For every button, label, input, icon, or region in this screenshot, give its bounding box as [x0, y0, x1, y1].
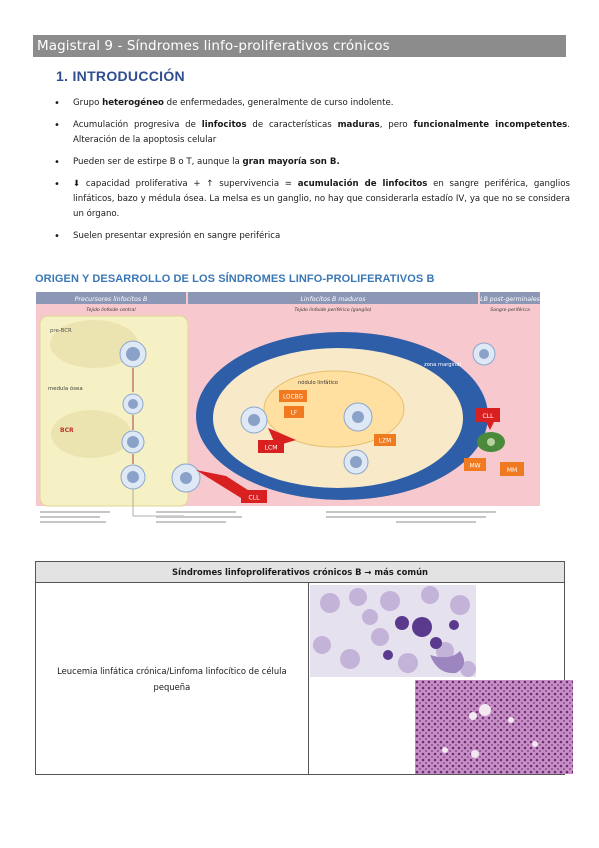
tag-mm: MM [507, 467, 517, 474]
table-row-label: Leucemia linfática crónica/Linfoma linfo… [35, 582, 309, 775]
tag-lcm-box [258, 440, 284, 453]
pre-bcr-zone [50, 320, 138, 368]
section-title: 1. INTRODUCCIÓN [56, 68, 185, 84]
bullet-text: Acumulación progresiva de [73, 120, 202, 130]
bcr-label: BCR [60, 427, 74, 434]
bullet-text: en sangre periférica, ganglios linfático… [73, 179, 570, 219]
tag-lf-box [284, 406, 304, 418]
intro-bullet-item: Suelen presentar expresión en sangre per… [52, 229, 570, 244]
bullet-text: maduras [337, 120, 380, 130]
blood-smear-micrograph [309, 585, 476, 677]
bullet-text: de características [246, 120, 338, 130]
intro-bullet-item: Pueden ser de estirpe B o T, aunque la g… [52, 155, 570, 170]
bullet-text: . Alteración de la apoptosis celular [73, 120, 571, 145]
tag-mw: MW [469, 463, 480, 470]
cll-arrow-1 [196, 470, 251, 498]
subsection-title: ORIGEN Y DESARROLLO DE LOS SÍNDROMES LIN… [35, 273, 435, 285]
col3-header-bar [480, 292, 540, 304]
tag-cll-2: CLL [482, 413, 494, 420]
tag-lzm-box [374, 434, 396, 446]
table-header: Síndromes linfoproliferativos crónicos B… [35, 561, 565, 583]
col1-subheader: Tejido linfoide central [86, 307, 136, 313]
diagram-footnotes [40, 511, 496, 523]
bullet-text: acumulación de linfocitos [297, 179, 428, 189]
bcr-zone [51, 410, 131, 458]
intro-bullet-item: Grupo heterogéneo de enfermedades, gener… [52, 96, 570, 111]
tag-lf: LF [291, 411, 298, 417]
col2-header-bar [188, 292, 478, 304]
bullet-text: de enfermedades, generalmente de curso i… [163, 98, 394, 108]
bullet-text: Grupo [73, 98, 103, 108]
zona-marginal-label: zona marginal [424, 362, 461, 368]
bullet-text: Suelen presentar expresión en sangre per… [73, 231, 281, 241]
col3-header: LB post-germinales [480, 295, 540, 303]
bullet-text: linfocitos [201, 120, 247, 130]
tag-cll-1: CLL [248, 495, 260, 502]
post-germinal-cell-nucleus [487, 438, 495, 446]
col3-subheader: Sangre periférica [490, 306, 530, 313]
pre-bcr-label: pre-BCR [50, 328, 72, 334]
intro-bullet-item: Acumulación progresiva de linfocitos de … [52, 118, 570, 148]
tag-mw-box [464, 458, 486, 471]
col2-header: Linfocitos B maduros [300, 295, 366, 303]
bullet-text: , pero [379, 120, 414, 130]
bullet-text: heterogéneo [102, 98, 164, 108]
mature-cells [171, 342, 496, 493]
tag-locbg: LOCBG [283, 395, 304, 401]
tag-mm-box [500, 462, 524, 476]
col2-subheader: Tejido linfoide periférico (ganglio) [295, 306, 372, 313]
tag-locbg-box [279, 390, 307, 402]
bullet-text: ⬇ capacidad proliferativa + ↑ superviven… [73, 179, 298, 189]
bullet-text: gran mayoría son B. [242, 157, 340, 167]
cll-2-arrow [486, 422, 494, 430]
intro-bullet-item: ⬇ capacidad proliferativa + ↑ superviven… [52, 177, 570, 222]
col1-header-bar [36, 292, 186, 304]
bullet-text: funcionalmente incompetentes [413, 120, 568, 130]
page-header-title: Magistral 9 - Síndromes linfo-proliferat… [37, 38, 390, 54]
medula-label: medula ósea [48, 385, 83, 392]
precursor-cells [119, 340, 184, 517]
intro-bullet-list: Grupo heterogéneo de enfermedades, gener… [52, 96, 570, 251]
tag-cll-1-box [241, 490, 267, 503]
bullet-text: Pueden ser de estirpe B o T, aunque la [73, 157, 243, 167]
col1-header: Precursores linfocitos B [75, 295, 148, 303]
bone-marrow-histology-micrograph [414, 680, 573, 774]
tag-cll-2-box [476, 408, 500, 422]
table-row: Leucemia linfática crónica/Linfoma linfo… [35, 582, 573, 775]
lymphoproliferative-table: Síndromes linfoproliferativos crónicos B… [35, 561, 573, 775]
tag-lcm: LCM [264, 445, 277, 452]
nodulo-label: nódulo linfático [298, 379, 338, 386]
page-header: Magistral 9 - Síndromes linfo-proliferat… [33, 35, 566, 57]
tag-lzm: LZM [379, 439, 391, 445]
micrograph-cell [307, 582, 573, 775]
diagram-svg: Precursores linfocitos B Linfocitos B ma… [36, 292, 540, 523]
lymphoproliferative-origin-diagram: Precursores linfocitos B Linfocitos B ma… [36, 292, 540, 530]
